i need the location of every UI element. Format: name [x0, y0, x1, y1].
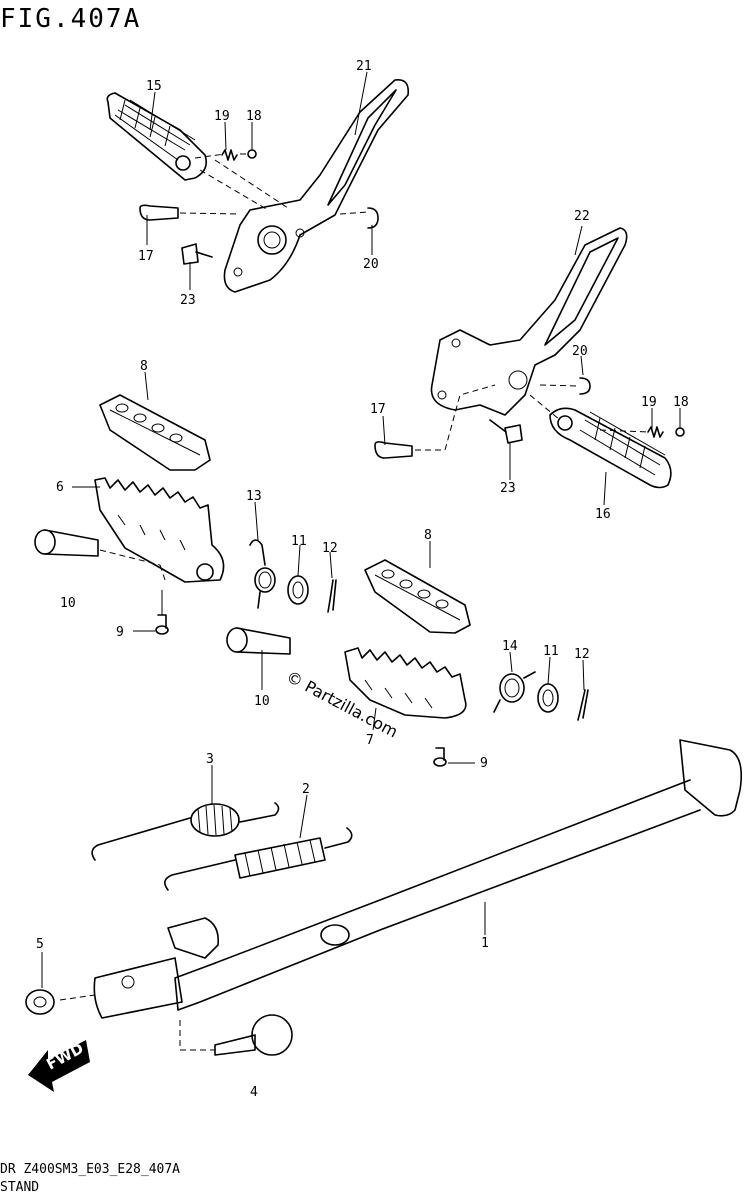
- callout-13: 13: [246, 489, 262, 504]
- callout-23-upper: 23: [180, 293, 196, 308]
- callout-9-left: 9: [116, 625, 124, 640]
- callout-10-left: 10: [60, 596, 76, 611]
- rider-footrest-right[interactable]: [344, 647, 467, 719]
- callout-16: 16: [595, 507, 611, 522]
- callout-8-right: 8: [424, 528, 432, 543]
- watermark-text: © Partzilla.com: [283, 667, 401, 742]
- detent-spring-lower[interactable]: [647, 426, 664, 438]
- callout-10-right: 10: [254, 694, 270, 709]
- footrest-pin-right[interactable]: [226, 627, 291, 655]
- cotter-pin-right[interactable]: [577, 689, 589, 721]
- footrest-spring-right[interactable]: [493, 671, 536, 713]
- detent-ball-upper[interactable]: [247, 149, 257, 159]
- footrest-pin-upper[interactable]: [139, 204, 179, 221]
- stand-spring-inner[interactable]: [91, 802, 280, 861]
- callout-3: 3: [206, 752, 214, 767]
- callout-18-lower: 18: [673, 395, 689, 410]
- callout-6: 6: [56, 480, 64, 495]
- callout-14: 14: [502, 639, 518, 654]
- callout-12-left: 12: [322, 541, 338, 556]
- footrest-rubber-right[interactable]: [364, 559, 471, 634]
- bolt-lower[interactable]: [489, 419, 523, 444]
- callout-20-upper: 20: [363, 257, 379, 272]
- callout-20-lower: 20: [572, 344, 588, 359]
- callout-9-right: 9: [480, 756, 488, 771]
- stand-nut[interactable]: [25, 989, 55, 1015]
- detent-ball-lower[interactable]: [675, 427, 685, 437]
- callout-1: 1: [481, 936, 489, 951]
- callout-18-upper: 18: [246, 109, 262, 124]
- callout-4: 4: [250, 1085, 258, 1100]
- callout-5: 5: [36, 937, 44, 952]
- fwd-arrow: FWD: [28, 1039, 90, 1092]
- cotter-pin-left[interactable]: [327, 579, 337, 613]
- callout-8-left: 8: [140, 359, 148, 374]
- callout-12-right: 12: [574, 647, 590, 662]
- bolt-upper[interactable]: [181, 243, 213, 265]
- callout-11-right: 11: [543, 644, 559, 659]
- washer-left[interactable]: [155, 614, 169, 635]
- stand-spring-outer[interactable]: [164, 827, 353, 891]
- callout-11-left: 11: [291, 534, 307, 549]
- footrest-rubber-left[interactable]: [99, 394, 211, 471]
- callout-15: 15: [146, 79, 162, 94]
- callout-23-lower: 23: [500, 481, 516, 496]
- footrest-spring-left[interactable]: [249, 539, 276, 609]
- callout-19-lower: 19: [641, 395, 657, 410]
- callout-19-upper: 19: [214, 109, 230, 124]
- rear-footrest-bracket-right[interactable]: [430, 227, 628, 416]
- detent-spring-upper[interactable]: [221, 149, 238, 161]
- callout-2: 2: [302, 782, 310, 797]
- passenger-footrest-left[interactable]: [106, 92, 208, 181]
- diagram-section-title: STAND: [0, 1180, 40, 1195]
- washer-11-right[interactable]: [537, 683, 559, 713]
- stand-bolt[interactable]: [214, 1014, 293, 1056]
- callout-22: 22: [574, 209, 590, 224]
- callout-21: 21: [356, 59, 372, 74]
- rider-footrest-left[interactable]: [94, 477, 225, 583]
- figure-title: FIG.407A: [0, 4, 142, 34]
- snap-ring-lower[interactable]: [579, 377, 591, 395]
- passenger-footrest-right[interactable]: [549, 407, 672, 489]
- side-stand[interactable]: [93, 739, 743, 1019]
- callout-17-lower: 17: [370, 402, 386, 417]
- callout-17-upper: 17: [138, 249, 154, 264]
- footrest-pin-lower[interactable]: [374, 441, 413, 459]
- footrest-pin-left[interactable]: [34, 529, 99, 557]
- washer-right[interactable]: [433, 747, 447, 767]
- snap-ring-upper[interactable]: [367, 207, 379, 229]
- diagram-code: DR Z400SM3_E03_E28_407A: [0, 1162, 181, 1177]
- callout-7: 7: [366, 733, 374, 748]
- washer-11-left[interactable]: [287, 575, 309, 605]
- rear-footrest-bracket-left[interactable]: [223, 78, 410, 293]
